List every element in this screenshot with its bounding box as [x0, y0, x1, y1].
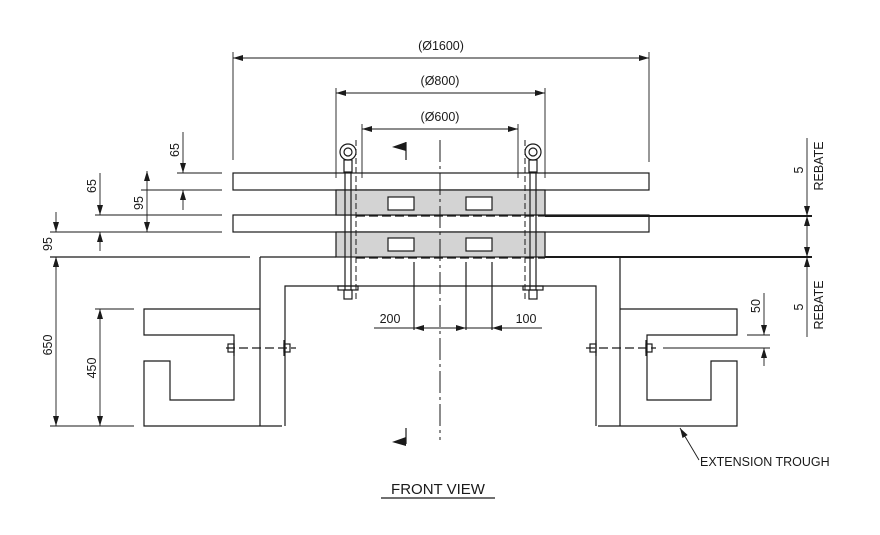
dimension-rebate-bottom: 5 REBATE — [792, 236, 826, 337]
dim-label-200: 200 — [380, 312, 401, 326]
dim-label-65-second: 65 — [85, 179, 99, 193]
dim-label-65-top: 65 — [168, 143, 182, 157]
dimension-200-100: 200 100 — [374, 312, 542, 331]
extension-trough-label: EXTENSION TROUGH — [700, 455, 830, 469]
rebate-top-label: REBATE — [812, 141, 826, 190]
dimension-dia-1600: (Ø1600) — [232, 39, 650, 162]
extension-trough-callout: EXTENSION TROUGH — [679, 427, 830, 469]
dimension-50: 50 — [663, 293, 770, 366]
opening-lower-right — [465, 237, 493, 252]
right-trough — [598, 308, 738, 427]
dim-label-50: 50 — [749, 299, 763, 313]
dimension-dia-800: (Ø800) — [335, 74, 546, 178]
left-trough — [143, 308, 282, 427]
eye-bolt-left — [337, 143, 359, 300]
lower-slab — [232, 214, 650, 233]
section-marker-bottom — [392, 428, 407, 446]
tie-bolt-right — [586, 340, 656, 356]
dimension-65-second: 65 — [85, 173, 222, 251]
view-title: FRONT VIEW — [381, 481, 495, 499]
dim-label-650: 650 — [41, 335, 55, 356]
dim-label-dia-600: (Ø600) — [421, 110, 460, 124]
dimension-450: 450 — [85, 308, 134, 426]
opening-lower-left — [387, 237, 415, 252]
dimension-650: 650 — [41, 257, 134, 427]
dim-label-95-lower: 95 — [41, 237, 55, 251]
opening-upper-left — [387, 196, 415, 211]
dimension-rebate-top: 5 REBATE — [792, 138, 826, 236]
tie-bolt-left — [226, 340, 296, 356]
rebate-top-value: 5 — [792, 166, 806, 173]
eye-bolt-right — [522, 143, 544, 300]
view-title-text: FRONT VIEW — [391, 481, 486, 498]
dimension-dia-600: (Ø600) — [361, 110, 519, 178]
dim-label-dia-800: (Ø800) — [421, 74, 460, 88]
opening-upper-right — [465, 196, 493, 211]
dim-label-dia-1600: (Ø1600) — [418, 39, 464, 53]
upper-slab — [232, 172, 650, 191]
section-marker-top — [392, 142, 407, 160]
dimension-65-top: 65 — [168, 132, 222, 210]
rebate-bottom-label: REBATE — [812, 280, 826, 329]
dim-label-100: 100 — [516, 312, 537, 326]
dim-label-450: 450 — [85, 358, 99, 379]
dim-label-95-upper: 95 — [132, 196, 146, 210]
dimension-95-lower: 95 — [41, 212, 59, 270]
dimension-95-upper: 95 — [132, 171, 177, 232]
rebate-bottom-value: 5 — [792, 303, 806, 310]
